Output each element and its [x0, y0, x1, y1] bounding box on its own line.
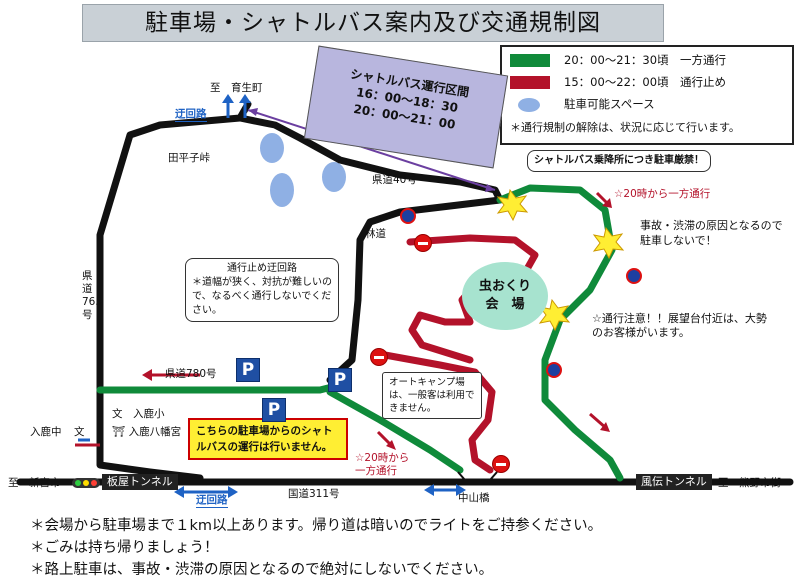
traffic-signal-icon — [72, 478, 100, 488]
venue-area: 虫おくり 会 場 — [462, 262, 548, 330]
no-entry-icon — [492, 455, 510, 473]
label-school: 文 入鹿小 — [112, 408, 165, 420]
detour-note-body: ＊道幅が狭く、対抗が難しいので、なるべく通行しないでください。 — [192, 277, 332, 316]
label-tabira-pass: 田平子峠 — [168, 152, 210, 164]
parking-icon: P — [262, 398, 286, 422]
parking-icon: P — [328, 368, 352, 392]
one-way-diag — [326, 388, 464, 474]
bridge-mark — [457, 471, 498, 481]
label-to-shingu: 至 新宮市 — [8, 477, 61, 489]
label-nakayama-bridge: 中山橋 — [458, 492, 490, 504]
autocamp-callout: オートキャンプ場は、一般客は利用できません。 — [382, 372, 482, 419]
no-entry-icon — [370, 348, 388, 366]
venue-label: 虫おくり 会 場 — [478, 279, 531, 312]
no-parking-icon — [546, 362, 562, 378]
legend-closed: 15：00～22：00頃 通行止め — [564, 75, 727, 89]
label-to-kumano: 至 熊野市街 — [718, 477, 781, 489]
no-entry-icon — [414, 234, 432, 252]
footer-note-2: ＊ごみは持ち帰りましょう！ — [30, 540, 219, 556]
footer-note-3: ＊路上駐車は、事故・渋滞の原因となるので絶対にしないでください。 — [30, 562, 494, 578]
label-from-20-one-way-2: ☆20時から一方通行 — [355, 452, 410, 477]
label-shrine: ⛩ 入鹿八幡宮 — [112, 426, 182, 438]
no-parking-icon — [400, 208, 416, 224]
closed-south — [381, 351, 496, 474]
parking-area — [322, 162, 346, 192]
legend-note: ＊通行規制の解除は、状況に応じて行います。 — [510, 121, 740, 134]
label-forest-road: 林道 — [365, 228, 386, 240]
accident-note: 事故・渋滞の原因となるので駐車しないで！ — [640, 219, 783, 247]
label-route765: 県道765号 — [82, 270, 103, 321]
school-icon: 文 — [74, 426, 85, 438]
legend-swatch-one-way — [510, 54, 550, 67]
legend-one-way: 20：00～21：30頃 一方通行 — [564, 53, 727, 67]
label-route40: 県道40号 — [372, 174, 417, 186]
label-iruka-naka: 入鹿中 — [30, 426, 62, 438]
label-detour-bottom: 迂回路 — [196, 494, 228, 508]
shuttle-route — [247, 109, 496, 191]
label-detour-top: 迂回路 — [175, 108, 207, 122]
caution-note: ☆通行注意！！展望台付近は、大勢のお客様がいます。 — [592, 312, 767, 339]
warning-burst — [496, 188, 529, 222]
label-itaya-tunnel: 板屋トンネル — [102, 474, 178, 490]
warning-burst — [592, 226, 625, 260]
bus-stop-callout: シャトルバス乗降所につき駐車厳禁！ — [527, 150, 711, 172]
legend-parking: 駐車可能スペース — [564, 97, 655, 111]
one-way-route780 — [96, 381, 344, 394]
footer-note-1: ＊会場から駐車場まで１km以上あります。帰り道は暗いのでライトをご持参ください。 — [30, 518, 603, 534]
label-to-ikusei: 至 育生町 — [210, 82, 263, 94]
label-from-20-one-way: ☆20時から一方通行 — [614, 188, 711, 200]
legend: 20：00～21：30頃 一方通行 15：00～22：00頃 通行止め 駐車可能… — [500, 45, 794, 145]
legend-swatch-closed — [510, 76, 550, 89]
map-title: 駐車場・シャトルバス案内及び交通規制図 — [82, 4, 664, 42]
detour-note-callout: 通行止め迂回路 ＊道幅が狭く、対抗が難しいので、なるべく通行しないでください。 — [185, 258, 339, 322]
detour-note-title: 通行止め迂回路 — [227, 263, 297, 274]
label-route311: 国道311号 — [288, 488, 340, 500]
label-kazebushi-tunnel: 風伝トンネル — [636, 474, 712, 490]
parking-icon: P — [236, 358, 260, 382]
parking-area — [260, 133, 284, 163]
label-route780: 県道780号 — [165, 368, 217, 380]
no-shuttle-note: こちらの駐車場からのシャトルバスの運行は行いません。 — [188, 418, 348, 460]
no-parking-icon — [626, 268, 642, 284]
one-way-east — [496, 184, 624, 482]
parking-area — [270, 173, 294, 207]
legend-swatch-parking — [518, 97, 540, 112]
